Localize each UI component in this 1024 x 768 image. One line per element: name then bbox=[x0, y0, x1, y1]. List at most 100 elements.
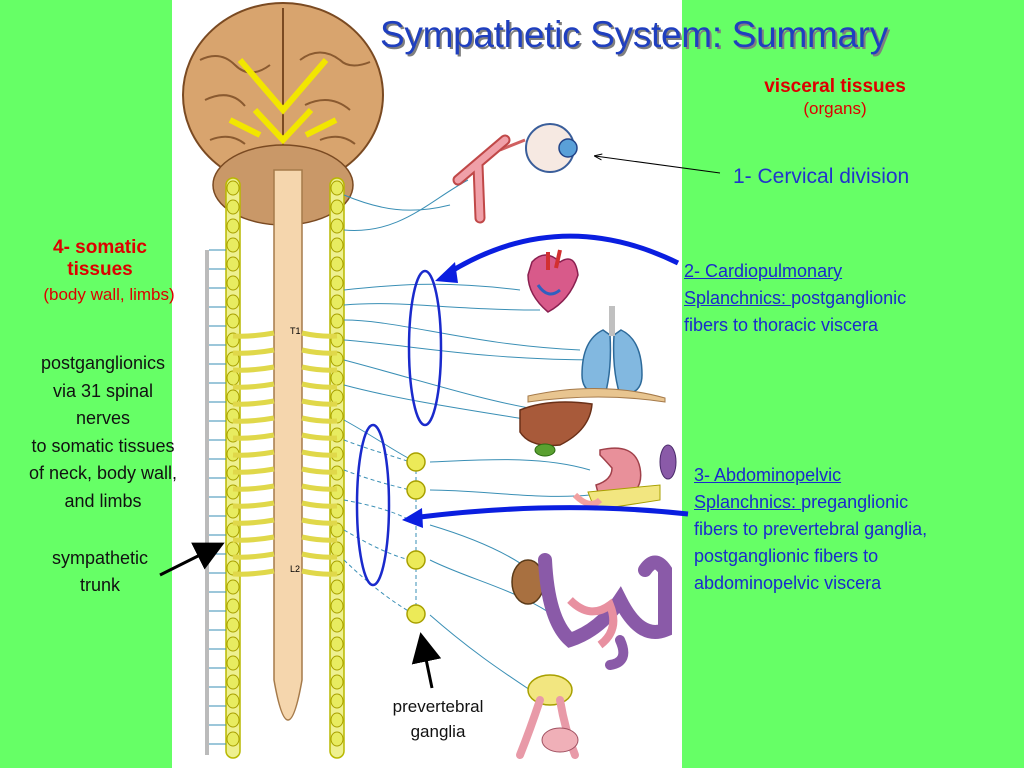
chain-ganglion bbox=[330, 731, 344, 747]
sympathetic-trunk-label: sympathetic trunk bbox=[20, 545, 180, 599]
postganglionics-line: via 31 spinal bbox=[52, 380, 154, 401]
cervical-division-label: 1- Cervical division bbox=[733, 165, 910, 188]
chain-ganglion bbox=[330, 370, 344, 386]
lungs-illustration bbox=[581, 306, 643, 396]
heart-illustration bbox=[527, 249, 579, 313]
diaphragm-illustration bbox=[527, 388, 666, 403]
postganglionics-description: postganglionics via 31 spinal nerves to … bbox=[8, 350, 198, 515]
body-wall-line bbox=[205, 250, 209, 755]
chain-ganglion bbox=[330, 313, 344, 329]
postganglionics-line: to somatic tissues bbox=[31, 435, 175, 456]
intestines-illustration bbox=[511, 553, 672, 670]
chain-ganglion bbox=[330, 579, 344, 595]
chain-ganglion bbox=[226, 598, 240, 614]
chain-ganglion bbox=[226, 731, 240, 747]
label-t1: T1 bbox=[290, 326, 301, 336]
abdominopelvic-title: 3- Abdominopelvic bbox=[694, 465, 842, 485]
visceral-tissues-heading: visceral tissues bbox=[764, 76, 906, 97]
left-background bbox=[0, 0, 172, 768]
liver-illustration bbox=[519, 401, 593, 457]
preganglionic-dashed-fibers bbox=[343, 439, 417, 613]
postganglionics-line: and limbs bbox=[64, 490, 142, 511]
chain-ganglion bbox=[226, 370, 240, 386]
spinal-nerve bbox=[301, 534, 338, 543]
abdominopelvic-splanchnics: Splanchnics: bbox=[694, 492, 802, 512]
chain-ganglion bbox=[226, 237, 240, 253]
cardiopulmonary-splanchnics: Splanchnics: bbox=[684, 288, 792, 308]
spinal-nerve bbox=[301, 347, 338, 356]
chain-ganglion bbox=[330, 256, 344, 272]
spinal-nerve bbox=[232, 517, 275, 526]
abdominopelvic-line5: abdominopelvic viscera bbox=[694, 573, 882, 593]
trunk-pointer-arrow bbox=[159, 542, 225, 577]
spinal-nerve bbox=[301, 449, 338, 458]
chain-ganglion bbox=[226, 636, 240, 652]
spinal-nerve bbox=[301, 398, 338, 407]
spinal-nerve bbox=[232, 483, 275, 492]
trunk-line: sympathetic bbox=[51, 548, 149, 568]
chain-ganglion bbox=[330, 294, 344, 310]
somatic-heading-line1: 4- somatic bbox=[53, 237, 147, 258]
cardiopulmonary-arrow bbox=[435, 233, 680, 283]
spinal-nerve bbox=[232, 551, 275, 560]
spinal-nerve bbox=[301, 551, 338, 560]
chain-ganglion bbox=[226, 294, 240, 310]
cervical-pointer-arrow bbox=[595, 156, 721, 174]
abdominopelvic-label: 3- Abdominopelvic Splanchnics: pregangli… bbox=[694, 462, 1014, 597]
cardiopulmonary-fiber-type: postganglionic bbox=[791, 288, 907, 308]
prevertebral-pointer-arrow bbox=[411, 632, 442, 689]
chain-ganglion bbox=[330, 541, 344, 557]
prevertebral-ganglia-dots bbox=[406, 452, 426, 624]
chain-ganglion bbox=[226, 617, 240, 633]
visceral-tissues-subtitle: (organs) bbox=[803, 99, 867, 118]
chain-ganglion bbox=[226, 218, 240, 234]
spinal-nerve bbox=[301, 364, 338, 373]
pelvic-organs-illustration bbox=[516, 674, 579, 759]
label-l2: L2 bbox=[290, 564, 300, 574]
abdominopelvic-line4: postganglionic fibers to bbox=[694, 546, 879, 566]
chain-ganglion bbox=[330, 674, 344, 690]
spinal-nerve bbox=[232, 500, 275, 509]
chain-ganglion bbox=[226, 180, 240, 196]
spinal-nerves bbox=[209, 249, 338, 745]
spinal-nerve bbox=[232, 398, 275, 407]
eye-illustration bbox=[499, 123, 578, 173]
chain-ganglion bbox=[330, 655, 344, 671]
somatic-tissues-subtitle: (body wall, limbs) bbox=[43, 285, 175, 304]
chain-ganglion bbox=[330, 693, 344, 709]
chain-ganglion bbox=[330, 275, 344, 291]
spinal-nerve bbox=[232, 415, 275, 424]
abdominopelvic-line3: fibers to prevertebral ganglia, bbox=[694, 519, 928, 539]
spinal-nerve bbox=[232, 534, 275, 543]
blood-vessel-illustration bbox=[452, 134, 511, 224]
cardiopulmonary-line2: Splanchnics: postganglionic bbox=[684, 285, 1004, 312]
chain-ganglion bbox=[330, 218, 344, 234]
chain-ganglion bbox=[330, 712, 344, 728]
spinal-nerve bbox=[301, 483, 338, 492]
stomach-illustration bbox=[572, 444, 677, 511]
chain-ganglion bbox=[226, 579, 240, 595]
chain-ganglion bbox=[226, 256, 240, 272]
postganglionics-line: nerves bbox=[75, 408, 131, 429]
chain-ganglion bbox=[226, 655, 240, 671]
spinal-nerve bbox=[232, 364, 275, 373]
postganglionics-line: of neck, body wall, bbox=[28, 463, 178, 484]
chain-ganglion bbox=[226, 674, 240, 690]
spinal-nerve bbox=[301, 466, 338, 475]
spinal-nerve bbox=[301, 381, 338, 390]
chain-ganglion bbox=[226, 693, 240, 709]
chain-ganglion bbox=[226, 712, 240, 728]
spinal-nerve bbox=[232, 381, 275, 390]
thoracic-ganglia-ellipse bbox=[407, 269, 443, 427]
chain-ganglion bbox=[330, 180, 344, 196]
spinal-nerve bbox=[232, 432, 275, 441]
spinal-nerve bbox=[301, 330, 338, 339]
chain-ganglion bbox=[226, 199, 240, 215]
brain-illustration bbox=[182, 2, 384, 226]
chain-ganglion bbox=[330, 636, 344, 652]
chain-ganglion bbox=[330, 237, 344, 253]
chain-ganglia bbox=[226, 180, 344, 747]
chain-ganglion bbox=[226, 275, 240, 291]
spinal-nerve bbox=[301, 500, 338, 509]
